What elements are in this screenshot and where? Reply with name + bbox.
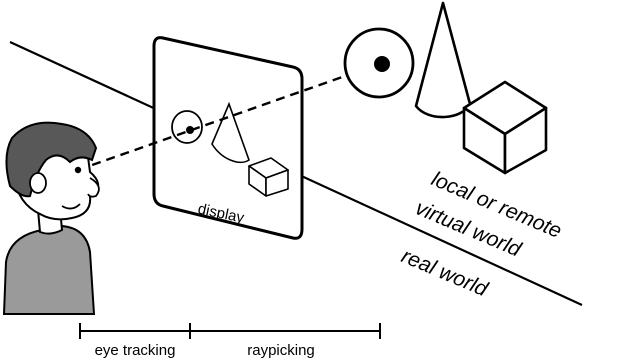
real-world-label: real world [398, 244, 492, 301]
user-hair [5, 121, 98, 198]
user-figure [2, 121, 100, 315]
display-cube [248, 157, 289, 197]
user-sweater [2, 224, 96, 315]
gaze-ray [77, 61, 383, 172]
raypicking-label: raypicking [247, 342, 315, 359]
display-cone [211, 101, 250, 164]
display-target-dot [186, 126, 194, 134]
eye-tracking-label: eye tracking [95, 342, 176, 359]
display-panel [152, 36, 304, 240]
user-eye [74, 166, 82, 174]
world-cone [414, 1, 472, 119]
world-target [343, 27, 415, 99]
world-cube [462, 80, 548, 175]
timeline-bar [79, 323, 381, 339]
world-target-dot [374, 56, 390, 72]
